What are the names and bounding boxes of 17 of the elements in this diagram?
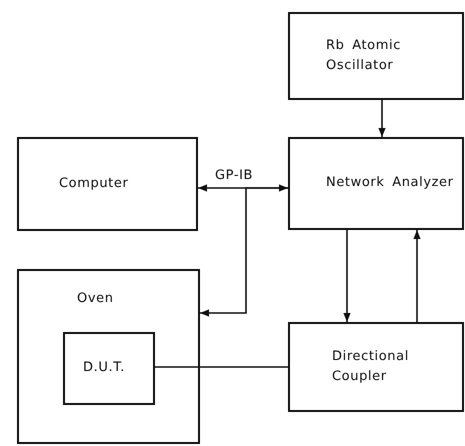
block-label: Network Analyzer xyxy=(326,174,455,192)
block-label: Computer xyxy=(59,174,130,193)
connector-arrow xyxy=(413,230,421,322)
block-label: D.U.T. xyxy=(83,359,126,378)
connector-arrow xyxy=(378,100,386,137)
block-label: Directional Coupler xyxy=(332,348,410,386)
connector-arrow xyxy=(343,230,351,322)
connector-arrow xyxy=(200,187,288,317)
connector-arrow xyxy=(198,184,288,192)
block-box xyxy=(288,12,464,100)
block-box xyxy=(288,137,464,230)
block-box xyxy=(63,332,155,405)
block-box xyxy=(17,137,198,231)
block-label: Rb Atomic Oscillator xyxy=(326,36,402,75)
block-label: Oven xyxy=(77,290,115,308)
block-box xyxy=(288,322,464,412)
block-box xyxy=(17,269,200,444)
